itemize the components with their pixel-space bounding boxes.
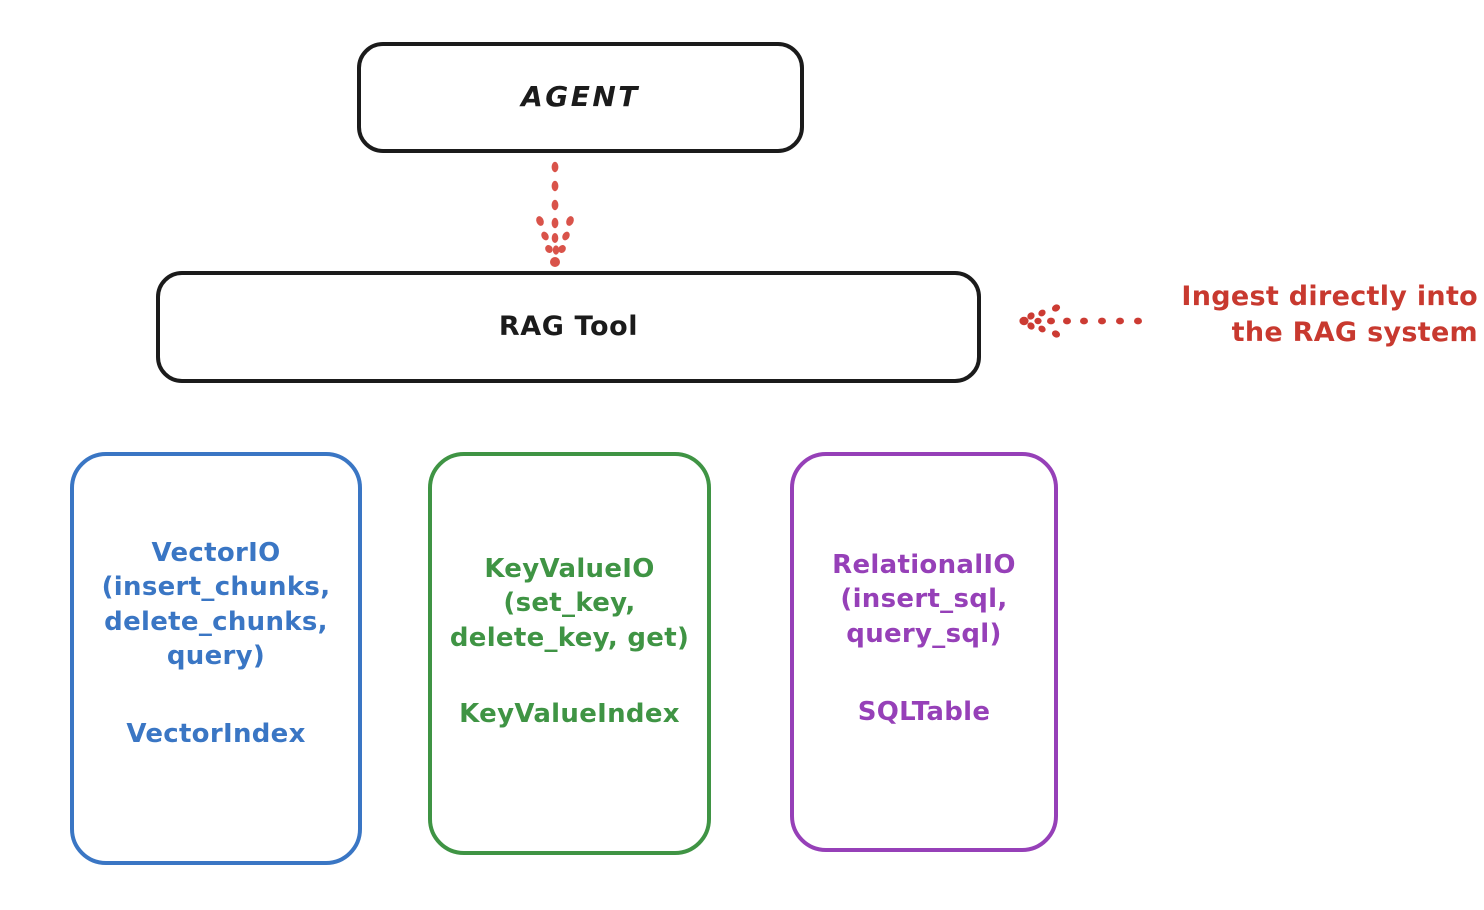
key-value-io-api-label: KeyValueIO (set_key, delete_key, get) xyxy=(449,554,690,653)
agent-to-rag-tool-arrow xyxy=(536,161,574,267)
vector-io-type-label: VectorIndex xyxy=(126,719,306,750)
provider-node-relational-io[interactable]: RelationalIO (insert_sql, query_sql) SQL… xyxy=(790,452,1058,852)
relational-io-type-label: SQLTable xyxy=(857,696,991,727)
rag-tool-node-label: RAG Tool xyxy=(498,311,639,343)
provider-node-vector-io[interactable]: VectorIO (insert_chunks, delete_chunks, … xyxy=(70,452,362,865)
key-value-io-type-label: KeyValueIndex xyxy=(459,698,680,729)
agent-node-label: AGENT xyxy=(521,80,640,114)
rag-tool-node[interactable]: RAG Tool xyxy=(156,271,981,383)
provider-node-key-value-io[interactable]: KeyValueIO (set_key, delete_key, get) Ke… xyxy=(428,452,711,855)
ingest-into-rag-arrow xyxy=(1019,304,1142,338)
vector-io-api-label: VectorIO (insert_chunks, delete_chunks, … xyxy=(101,538,331,671)
agent-node[interactable]: AGENT xyxy=(357,42,804,153)
relational-io-api-label: RelationalIO (insert_sql, query_sql) xyxy=(832,550,1016,649)
ingest-annotation-label: Ingest directly into the RAG system xyxy=(1181,281,1478,348)
